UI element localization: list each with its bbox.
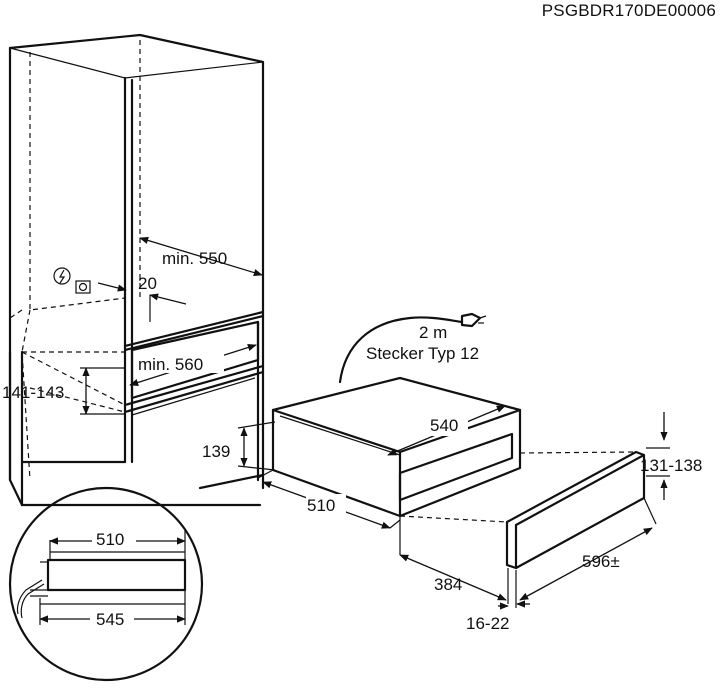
svg-text:16-22: 16-22 xyxy=(466,614,509,633)
svg-text:141-143: 141-143 xyxy=(2,383,64,402)
dim-side-gap: 20 xyxy=(97,274,187,322)
detail-view xyxy=(8,486,204,682)
svg-text:510: 510 xyxy=(307,496,335,515)
svg-text:384: 384 xyxy=(434,575,462,594)
svg-text:139: 139 xyxy=(202,442,230,461)
plug-icon xyxy=(460,312,487,328)
plug-type: Stecker Typ 12 xyxy=(366,344,479,363)
power-warning-icon xyxy=(53,267,71,285)
dim-detail-top: 510 xyxy=(49,527,186,549)
dim-drawer-depth: 510 xyxy=(257,469,401,529)
dim-drawer-width: 540 xyxy=(387,405,506,456)
svg-text:545: 545 xyxy=(96,610,124,629)
document-code: PSGBDR170DE00006 xyxy=(542,1,716,20)
niche xyxy=(20,310,265,507)
dim-niche-height: 141-143 xyxy=(2,367,125,415)
front-panel xyxy=(399,450,646,570)
svg-text:min. 550: min. 550 xyxy=(162,249,227,268)
power-cable xyxy=(338,316,464,384)
dim-front-thickness: 16-22 xyxy=(466,570,530,633)
dim-niche-depth: min. 560 xyxy=(129,344,257,386)
svg-text:540: 540 xyxy=(430,416,458,435)
tall-cabinet xyxy=(8,33,265,507)
svg-text:131-138: 131-138 xyxy=(640,456,702,475)
dim-cabinet-depth: min. 550 xyxy=(139,236,263,277)
dim-front-width: 596± xyxy=(519,497,657,601)
svg-text:min. 560: min. 560 xyxy=(138,355,203,374)
dim-front-offset: 384 xyxy=(399,516,509,604)
svg-text:510: 510 xyxy=(96,530,124,549)
ventilation-icon xyxy=(75,280,91,294)
svg-text:596±: 596± xyxy=(582,552,620,571)
svg-text:20: 20 xyxy=(138,274,157,293)
dim-detail-bottom: 545 xyxy=(39,608,186,630)
dim-drawer-height: 139 xyxy=(202,421,276,471)
dim-front-height: 131-138 xyxy=(640,412,702,500)
cable-length: 2 m xyxy=(419,323,447,342)
